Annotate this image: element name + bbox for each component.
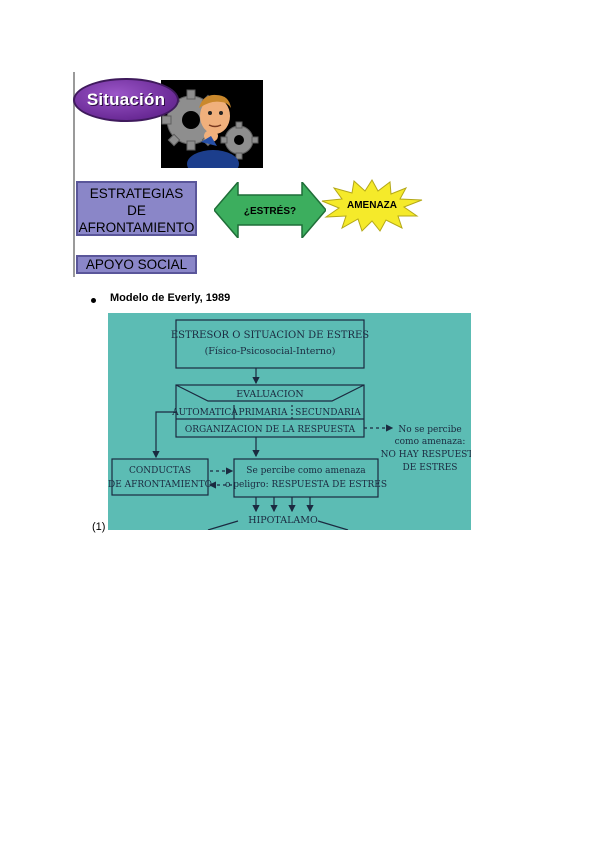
no-percibe-line-1: No se percibe [398,425,461,435]
estres-double-arrow: ¿ESTRÉS? [214,182,326,238]
se-percibe-box [233,458,379,498]
estresor-subtitle: (Físico-Psicosocial-Interno) [205,346,336,357]
primaria-label: PRIMARIA [239,408,288,418]
no-percibe-line-3: NO HAY RESPUESTA [381,450,471,460]
estrategias-box: ESTRATEGIAS DE AFRONTAMIENTO [76,181,197,236]
estresor-box [175,319,365,369]
estrategias-line-2: DE [127,203,146,218]
reference-number: (1) [92,521,106,533]
thinking-character-image [161,80,263,168]
estresor-title: ESTRESOR O SITUACION DE ESTRES [171,330,369,341]
conductas-line-1: CONDUCTAS [129,466,191,476]
everly-flowchart: ESTRESOR O SITUACION DE ESTRES (Físico-P… [108,319,471,530]
automatica-label: AUTOMATICA [171,408,238,418]
amenaza-starburst: AMENAZA [321,179,423,232]
model-caption: Modelo de Everly, 1989 [110,292,231,304]
no-percibe-line-4: DE ESTRES [403,463,458,473]
estrategias-line-3: AFRONTAMIENTO [78,220,195,235]
organizacion-label: ORGANIZACION DE LA RESPUESTA [185,425,356,435]
evaluacion-label: EVALUACION [236,389,304,400]
no-percibe-line-2: como amenaza: [395,437,466,447]
se-percibe-line-1: Se percibe como amenaza [246,466,366,476]
situacion-label: Situación [86,90,166,109]
amenaza-label: AMENAZA [347,200,397,211]
estres-label: ¿ESTRÉS? [244,204,296,217]
conductas-box [111,458,209,496]
estrategias-line-1: ESTRATEGIAS [89,186,184,201]
figure-left-rule [73,72,75,277]
bullet-icon [91,298,96,303]
apoyo-social-box: APOYO SOCIAL [76,255,197,274]
conductas-line-2: DE AFRONTAMIENTO [108,480,212,490]
se-percibe-line-2: o peligro: RESPUESTA DE ESTRES [225,480,387,490]
apoyo-social-label: APOYO SOCIAL [85,257,188,272]
stress-model-illustration: Situación ESTRATEGIAS DE AFRONTAMIENTO A… [73,72,263,277]
evaluacion-box [175,384,365,438]
secundaria-label: SECUNDARIA [295,408,361,418]
hipotalamo-label: HIPOTALAMO [248,515,318,526]
situacion-badge: Situación [73,78,179,122]
everly-model-diagram: ESTRESOR O SITUACION DE ESTRES (Físico-P… [108,313,471,530]
